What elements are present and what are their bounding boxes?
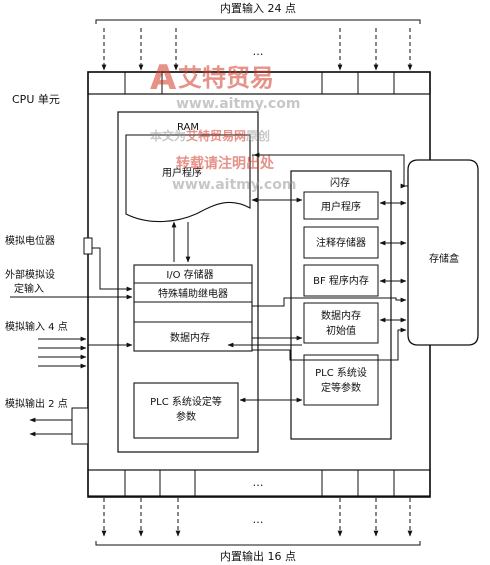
ram-title: RAM — [177, 122, 199, 133]
input-terminal-strip — [87, 71, 431, 95]
ram-flash-arrows — [227, 197, 303, 403]
input-arrows — [101, 28, 413, 71]
io-memory-group — [133, 264, 253, 352]
io-memory-label: I/O 存储器 — [166, 268, 213, 281]
ram-block — [117, 111, 259, 453]
data-init-box — [303, 302, 379, 344]
analog-pot-path — [92, 247, 133, 292]
ext-analog-line2: 定输入 — [14, 282, 44, 295]
watermark-line1: 本文为艾特贸易网原创 — [150, 128, 270, 143]
builtin-output-label: 内置输出 16 点 — [220, 549, 296, 563]
flash-plc-settings-line2: 定等参数 — [321, 381, 361, 394]
ram-plc-settings-line2: 参数 — [176, 410, 196, 423]
watermark: A 艾特贸易 www.aitmy.com 本文为艾特贸易网原创 转载请注明出处 … — [150, 58, 300, 193]
watermark-url1: www.aitmy.com — [176, 96, 300, 112]
flash-block — [290, 170, 392, 440]
analog-pot-symbol — [83, 237, 93, 255]
flash-plc-settings-line1: PLC 系统设 — [315, 366, 367, 379]
top-ellipsis: … — [253, 45, 264, 58]
analog-out-terminal — [71, 407, 89, 445]
cpu-unit-label: CPU 单元 — [12, 93, 60, 106]
watermark-line1-red: 艾特贸易网 — [186, 128, 246, 143]
analog-pot-label: 模拟电位器 — [5, 234, 55, 247]
flash-title: 闪存 — [330, 176, 350, 189]
watermark-line1-grey-a: 本文为 — [150, 128, 186, 143]
ram-user-program-label: 用户程序 — [162, 166, 202, 179]
storage-box — [407, 159, 479, 346]
ram-plc-settings-box — [133, 382, 239, 439]
analog-in-arrows — [38, 336, 87, 369]
output-terminal-strip — [87, 469, 431, 497]
output-arrows — [101, 498, 413, 537]
flash-storage-arrows — [379, 200, 407, 323]
ram-storage-paths — [252, 154, 408, 361]
analog-in-label: 模拟输入 4 点 — [5, 320, 68, 333]
bottom-ellipsis-strip: … — [253, 476, 264, 489]
comment-memory-label: 注释存储器 — [316, 236, 366, 249]
comment-memory-box — [303, 226, 379, 259]
data-init-line2: 初始值 — [326, 324, 356, 337]
watermark-logo-mark: A — [150, 58, 177, 98]
watermark-line2: 转载请注明出处 — [176, 155, 275, 172]
ram-user-program-box — [125, 134, 251, 223]
analog-out-label: 模拟输出 2 点 — [5, 397, 68, 410]
bf-memory-box — [303, 264, 379, 297]
output-bracket — [95, 541, 421, 546]
flash-plc-settings-box — [303, 354, 379, 406]
ram-plc-settings-line1: PLC 系统设定等 — [150, 395, 222, 408]
input-bracket — [95, 19, 421, 24]
special-relay-label: 特殊辅助继电器 — [158, 287, 228, 300]
ext-analog-line1: 外部模拟设 — [5, 268, 55, 281]
bottom-ellipsis: … — [253, 513, 264, 526]
data-init-line1: 数据内存 — [321, 309, 361, 322]
flash-user-program-box — [303, 191, 379, 220]
watermark-line1-grey-b: 原创 — [246, 128, 270, 143]
bf-memory-label: BF 程序内存 — [313, 274, 369, 287]
ram-data-memory-label: 数据内存 — [170, 331, 210, 344]
builtin-input-label: 内置输入 24 点 — [220, 1, 296, 15]
analog-out-arrows — [29, 417, 72, 437]
watermark-brand: 艾特贸易 — [178, 64, 274, 92]
watermark-url2: www.aitmy.com — [172, 177, 296, 193]
flash-user-program-label: 用户程序 — [321, 200, 361, 213]
storage-box-label: 存储盒 — [429, 252, 459, 265]
